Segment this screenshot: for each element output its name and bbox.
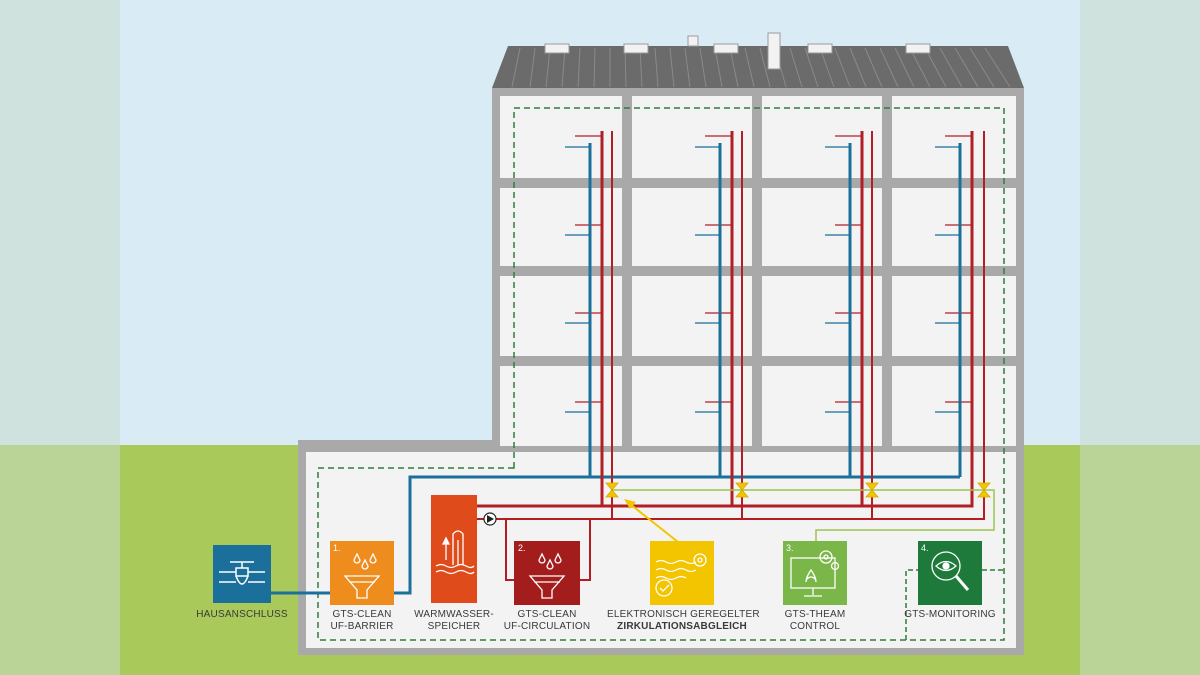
hausanschluss-label: HAUSANSCHLUSS bbox=[196, 609, 288, 620]
valve-icon bbox=[219, 561, 265, 585]
zirkulationsabgleich-label: ELEKTRONISCH GEREGELTER ZIRKULATIONSABGL… bbox=[607, 609, 760, 632]
hausanschluss-block bbox=[213, 545, 271, 603]
roof bbox=[492, 32, 1024, 88]
hot-water-supply-pipes bbox=[476, 131, 974, 508]
uf-circulation-label: GTS-CLEAN UF-CIRCULATION bbox=[503, 609, 591, 632]
cold-water-pipes bbox=[270, 143, 962, 595]
warmwasserspeicher-label: WARMWASSER- SPEICHER bbox=[414, 609, 494, 632]
right-blur-panel bbox=[1080, 0, 1200, 675]
zirkulationsabgleich-block bbox=[650, 541, 714, 605]
filter-funnel-icon bbox=[528, 552, 566, 599]
uf-circulation-block bbox=[514, 541, 580, 605]
theam-control-block bbox=[783, 541, 847, 605]
warmwasserspeicher-block bbox=[431, 495, 477, 603]
balancing-valves bbox=[605, 482, 991, 498]
monitoring-label: GTS-MONITORING bbox=[904, 609, 996, 620]
heater-tank-icon bbox=[435, 530, 475, 575]
theam-control-label: GTS-THEAM CONTROL bbox=[784, 609, 846, 632]
uf-barrier-label: GTS-CLEAN UF-BARRIER bbox=[330, 609, 394, 632]
control-arrow bbox=[624, 499, 679, 543]
dashed-control-boundary bbox=[317, 107, 1005, 641]
left-blur-panel bbox=[0, 0, 120, 675]
flow-control-icon bbox=[655, 553, 707, 597]
filter-funnel-icon bbox=[343, 552, 381, 599]
circulation-return-pipes bbox=[476, 131, 985, 581]
monitoring-block bbox=[918, 541, 982, 605]
magnifier-eye-icon bbox=[931, 551, 970, 591]
uf-barrier-block bbox=[330, 541, 394, 605]
monitoring-dashed-link bbox=[905, 569, 1004, 640]
uf-barrier-number: 1. bbox=[333, 543, 341, 553]
monitoring-number: 4. bbox=[921, 543, 929, 553]
signal-lines bbox=[612, 489, 995, 541]
monitor-gear-icon bbox=[790, 550, 840, 597]
uf-circulation-number: 2. bbox=[518, 543, 526, 553]
circulation-pump-icon bbox=[483, 512, 497, 526]
theam-control-number: 3. bbox=[786, 543, 794, 553]
